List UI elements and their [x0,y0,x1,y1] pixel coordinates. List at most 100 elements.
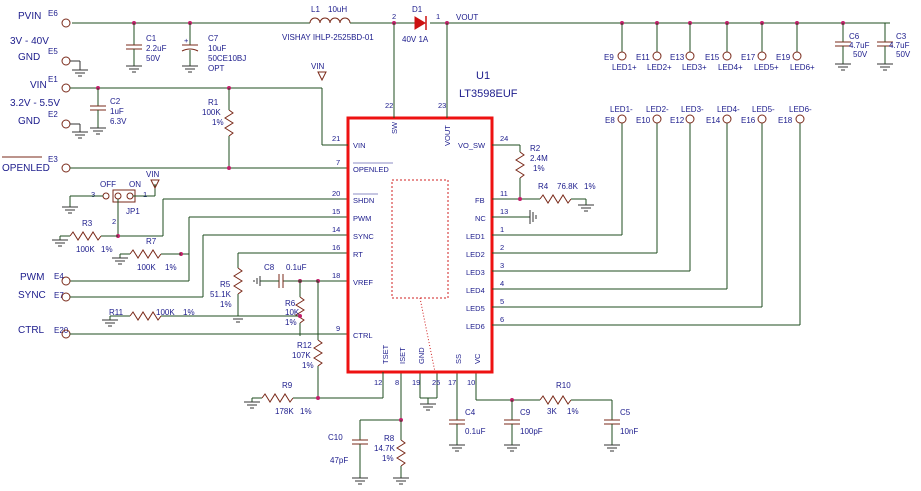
pin-vosw-name: VO_SW [458,141,486,150]
pin-led5-name: LED5 [466,304,485,313]
c1-voltage: 50V [146,54,161,63]
led6-minus-label: LED6- [789,105,812,114]
c4-value: 0.1uF [465,427,486,436]
r8-value: 14.7K [374,444,396,453]
terminal-e13[interactable] [685,51,695,61]
gnd1-terminal[interactable] [61,56,71,66]
terminal-e14[interactable] [722,114,732,124]
jumper-jp1[interactable] [62,184,156,236]
pin-3-num: 3 [500,261,504,270]
led1-plus-label: LED1+ [612,63,637,72]
terminal-e9[interactable] [617,51,627,61]
r1-ref: R1 [208,98,219,107]
pin-15-num: 15 [332,207,340,216]
r2-ref: R2 [530,144,541,153]
led4-minus-ref: E14 [706,116,721,125]
pin-rt-name: RT [353,250,363,259]
d1-ref: D1 [412,5,423,14]
c7-desc: 50CE10BJ [208,54,246,63]
terminal-e10[interactable] [652,114,662,124]
r5-tol: 1% [220,300,232,309]
c7-value: 10uF [208,44,226,53]
terminal-e18[interactable] [795,114,805,124]
pwm-terminal[interactable] [61,276,71,286]
r11-value: 100K [156,308,175,317]
pvin-range: 3V - 40V [10,36,49,47]
r9-ref: R9 [282,381,293,390]
resistor-r7 [112,249,181,265]
led3-minus-label: LED3- [681,105,704,114]
led1-minus-label: LED1- [610,105,633,114]
pin-24-num: 24 [500,134,508,143]
terminal-e16[interactable] [757,114,767,124]
terminal-e11[interactable] [652,51,662,61]
terminal-e17[interactable] [757,51,767,61]
jp1-pin1: 1 [143,190,147,199]
r8-ref: R8 [384,434,395,443]
pin-tset-name: TSET [381,344,390,364]
pin-22-num: 22 [385,101,393,110]
pin-17-num: 17 [448,378,456,387]
ic-left-pins: 21 VIN 7 OPENLED 20 SHDN 15 PWM 14 SYNC … [332,134,393,340]
pin-11-num: 11 [500,189,508,198]
pin-sw-name: SW [390,121,399,134]
pin-21-num: 21 [332,134,340,143]
r10-tol: 1% [567,407,579,416]
led5-minus-ref: E16 [741,116,756,125]
pvin-rail [72,21,890,25]
c7-ref: C7 [208,34,219,43]
led4-plus-label: LED4+ [718,63,743,72]
terminal-e8[interactable] [617,114,627,124]
r3-value: 100K [76,245,95,254]
pwm-terminal-ref: E4 [54,272,64,281]
pin-led4-name: LED4 [466,286,485,295]
openled-terminal[interactable] [61,163,71,173]
pin-gnd-name: GND [417,347,426,364]
c9-ref: C9 [520,408,531,417]
led2-minus-label: LED2- [646,105,669,114]
terminal-e19[interactable] [792,51,802,61]
vin-terminal[interactable] [61,83,71,93]
c5-ref: C5 [620,408,631,417]
r2-value: 2.4M [530,154,548,163]
resistor-r12 [313,339,323,398]
jp1-off: OFF [100,180,116,189]
r9-value: 178K [275,407,294,416]
r3-tol: 1% [101,245,113,254]
led1-plus-ref: E9 [604,53,614,62]
pin-openled-name: OPENLED [353,165,389,174]
pin-10-num: 10 [467,378,475,387]
r12-tol: 1% [302,361,314,370]
pin-shdn-name: SHDN [353,196,374,205]
pwm-label: PWM [20,272,44,283]
ic-part: LT3598EUF [459,88,518,100]
openled-label: OPENLED [2,163,50,174]
svg-text:+: + [184,36,189,45]
c4-ref: C4 [465,408,476,417]
pin-8-num: 8 [395,378,399,387]
r4-value: 76.8K [557,182,579,191]
resistor-r10 [539,395,612,405]
r6-value: 10K [285,308,300,317]
ctrl-label: CTRL [18,325,45,336]
l1-value: 10uH [328,5,347,14]
c8-ref: C8 [264,263,275,272]
inductor-l1 [309,17,351,24]
pvin-terminal-ref: E6 [48,9,58,18]
pin-vin-name: VIN [353,141,366,150]
terminal-e12[interactable] [685,114,695,124]
pin-iset-name: ISET [398,347,407,364]
resistor-r2 [515,145,525,199]
r11-tol: 1% [183,308,195,317]
capacitor-c5 [604,400,620,452]
gnd2-terminal[interactable] [61,119,71,129]
pin-12-num: 12 [374,378,382,387]
openled-terminal-ref: E3 [48,155,58,164]
r12-value: 107K [292,351,311,360]
vout-net-label: VOUT [456,13,478,22]
terminal-e15[interactable] [722,51,732,61]
capacitor-c6 [835,23,851,71]
r5-ref: R5 [220,280,231,289]
pvin-terminal[interactable] [61,18,71,28]
pin-13-num: 13 [500,207,508,216]
